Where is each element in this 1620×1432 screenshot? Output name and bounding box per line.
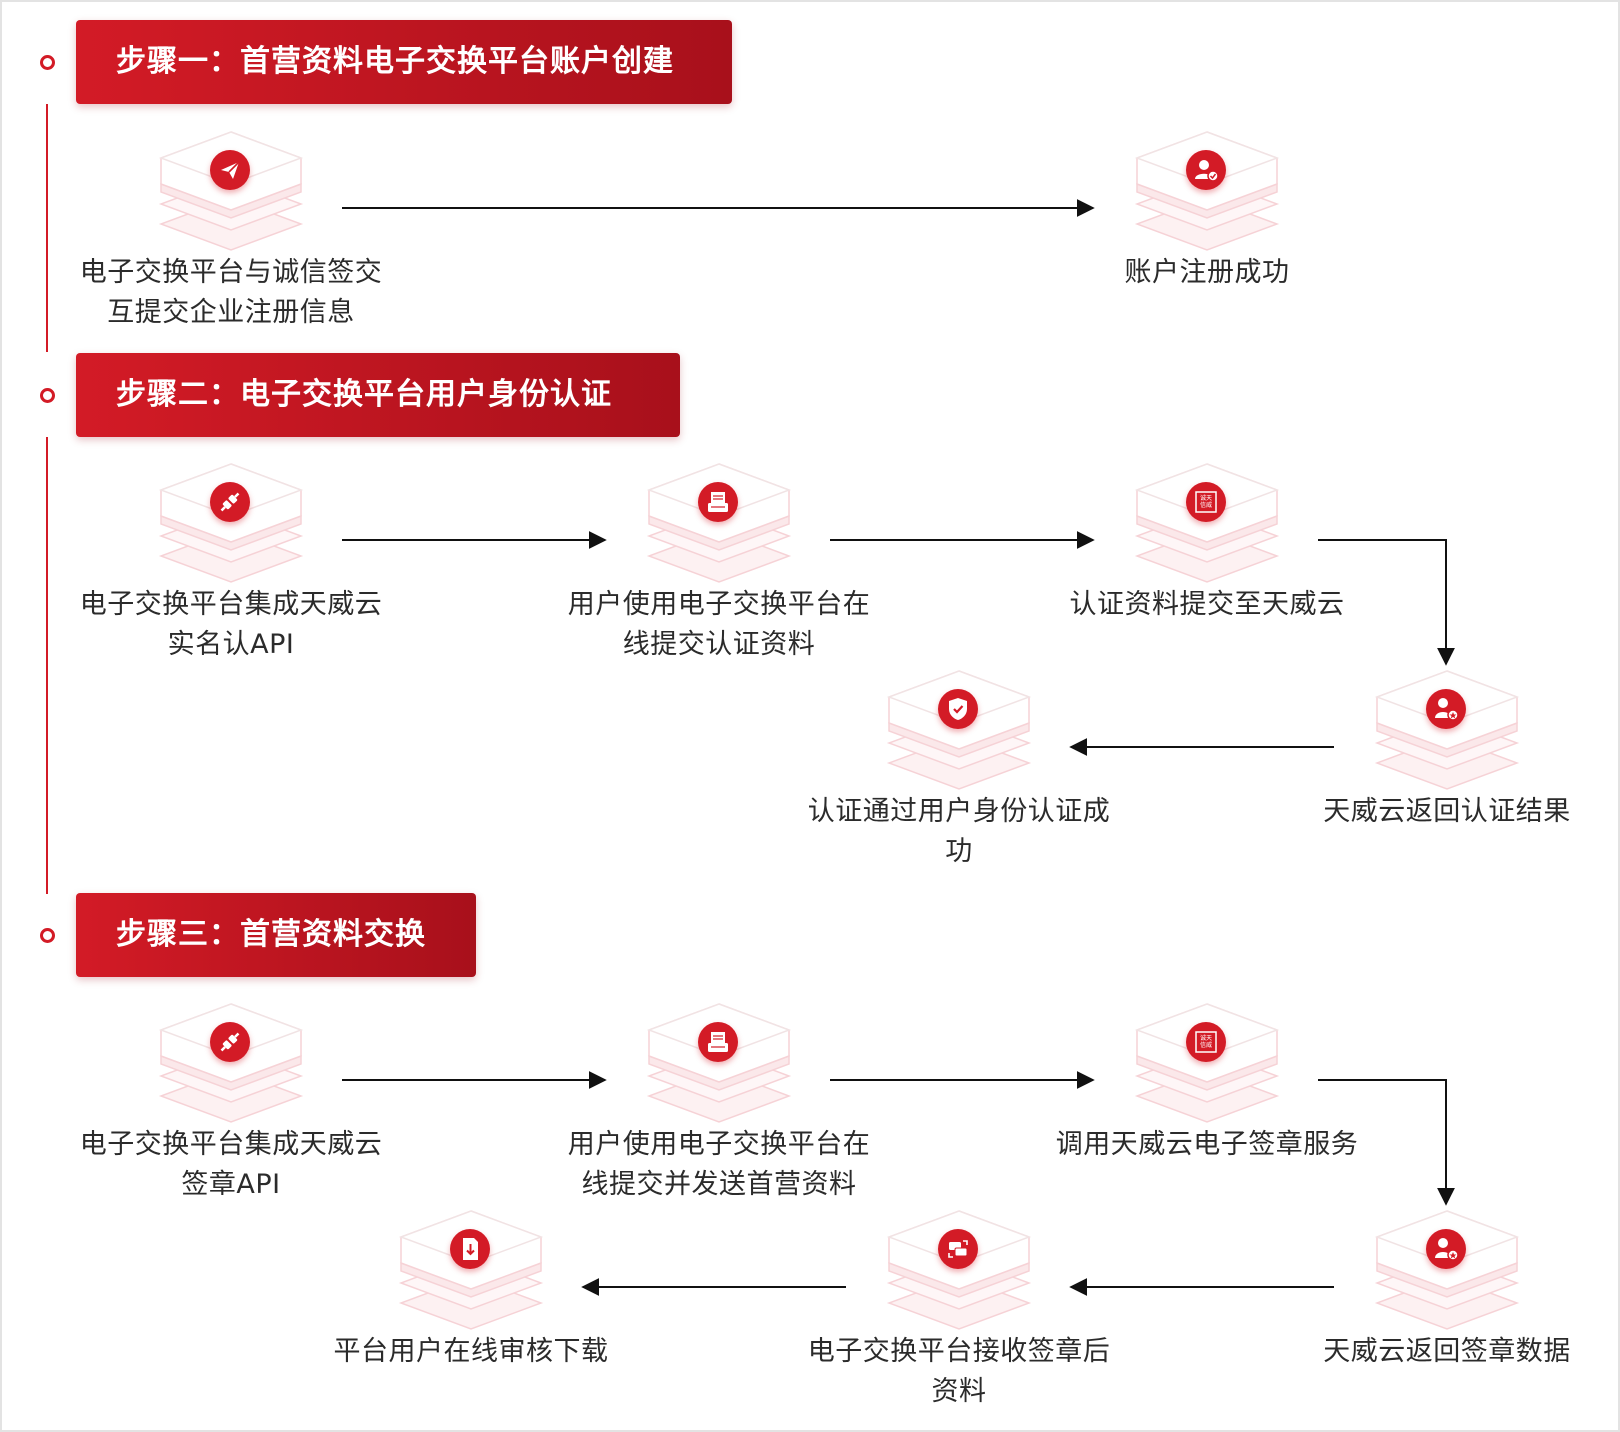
arrow-s2-3	[1318, 539, 1455, 666]
node-label: 调用天威云电子签章服务	[1055, 1129, 1359, 1160]
step-2-title: 步骤二：电子交换平台用户身份认证	[76, 353, 680, 437]
step-3-marker	[40, 928, 55, 943]
step-3-title: 步骤三：首营资料交换	[76, 893, 476, 977]
node-tile	[151, 998, 311, 1138]
seal-stamp-icon: 诚天信威	[1186, 1022, 1226, 1062]
node-tile	[879, 1205, 1039, 1345]
node-tile	[1367, 665, 1527, 805]
paper-plane-icon	[210, 150, 250, 190]
arrow-s3-3	[1318, 1079, 1455, 1206]
printer-icon	[698, 1022, 738, 1062]
node-tile	[151, 458, 311, 598]
node-label: 电子交换平台集成天威云签章API	[79, 1129, 383, 1200]
svg-text:信威: 信威	[1200, 501, 1212, 509]
node-label: 认证通过用户身份认证成功	[807, 796, 1111, 867]
node-label: 认证资料提交至天威云	[1069, 589, 1345, 620]
plug-icon	[210, 482, 250, 522]
step-1-title: 步骤一：首营资料电子交换平台账户创建	[76, 20, 732, 104]
node-tile	[639, 998, 799, 1138]
node-tile: 诚天信威	[1127, 998, 1287, 1138]
node-tile	[639, 458, 799, 598]
node-label: 电子交换平台接收签章后资料	[807, 1336, 1111, 1407]
node-label: 电子交换平台与诚信签交互提交企业注册信息	[79, 257, 383, 328]
user-badge-icon	[1426, 689, 1466, 729]
user-check-icon	[1186, 150, 1226, 190]
file-download-icon	[450, 1229, 490, 1269]
node-tile	[391, 1205, 551, 1345]
node-label: 天威云返回签章数据	[1323, 1336, 1571, 1367]
node-tile: 诚天信威	[1127, 458, 1287, 598]
svg-text:诚天: 诚天	[1200, 494, 1212, 502]
timeline-rail-1	[46, 104, 48, 352]
printer-icon	[698, 482, 738, 522]
plug-icon	[210, 1022, 250, 1062]
node-tile	[1127, 126, 1287, 266]
exchange-icon	[938, 1229, 978, 1269]
seal-stamp-icon: 诚天信威	[1186, 482, 1226, 522]
step-2-marker	[40, 388, 55, 403]
svg-text:诚天: 诚天	[1200, 1034, 1212, 1042]
svg-text:信威: 信威	[1200, 1041, 1212, 1049]
node-label: 平台用户在线审核下载	[333, 1336, 609, 1367]
node-tile	[879, 665, 1039, 805]
node-label: 账户注册成功	[1124, 257, 1290, 288]
node-label: 用户使用电子交换平台在线提交认证资料	[567, 589, 871, 660]
node-label: 电子交换平台集成天威云实名认API	[79, 589, 383, 660]
node-label: 用户使用电子交换平台在线提交并发送首营资料	[567, 1129, 871, 1200]
node-tile	[151, 126, 311, 266]
user-badge-icon	[1426, 1229, 1466, 1269]
node-label: 天威云返回认证结果	[1323, 796, 1571, 827]
step-1-marker	[40, 55, 55, 70]
shield-check-icon	[938, 689, 978, 729]
node-tile	[1367, 1205, 1527, 1345]
timeline-rail-2	[46, 437, 48, 894]
